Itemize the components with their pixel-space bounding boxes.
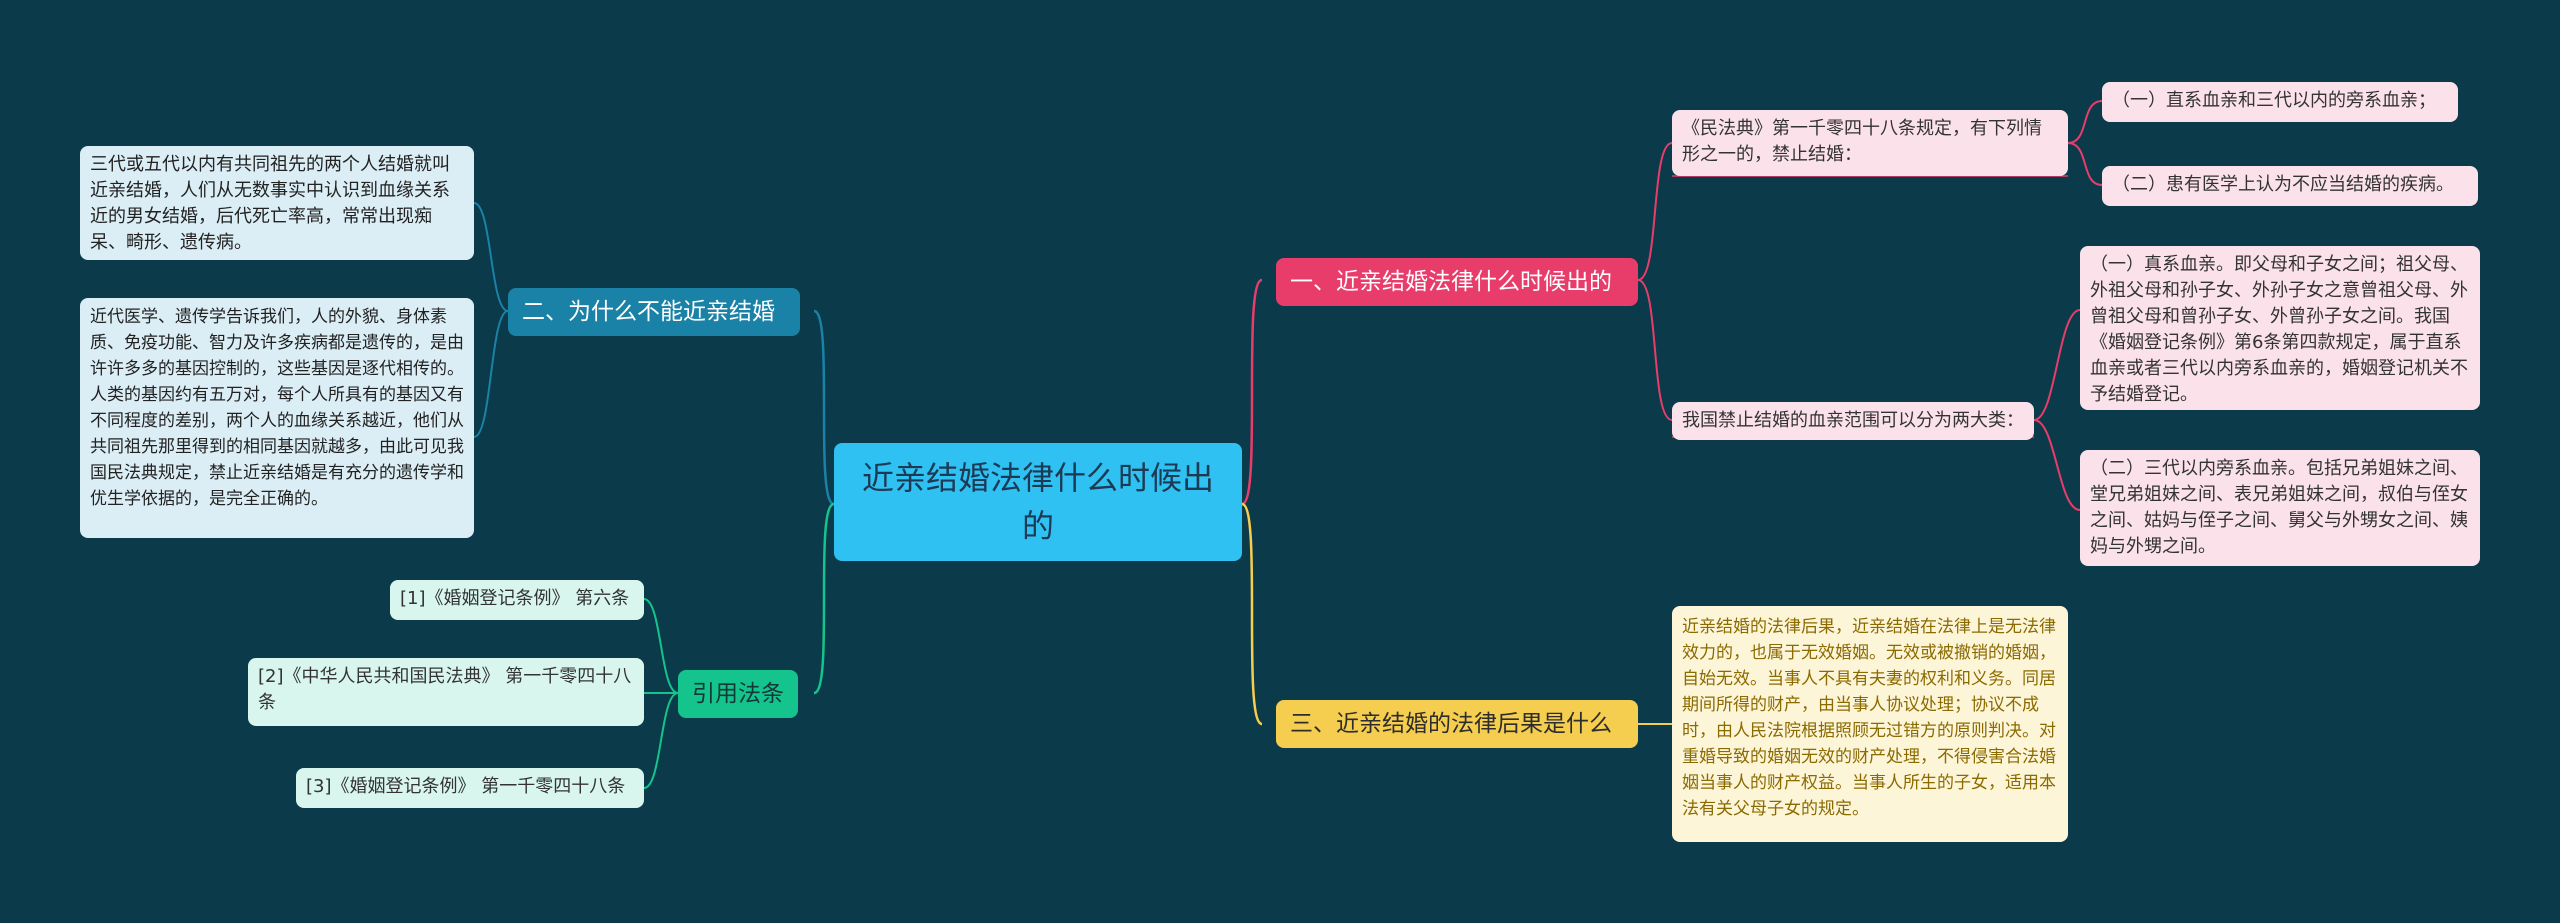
link-sub1-leaf1 xyxy=(2067,100,2103,144)
branch2-title: 二、为什么不能近亲结婚 xyxy=(522,299,775,325)
branch-cited-laws[interactable]: 引用法条 xyxy=(678,670,798,718)
branch3-title: 三、近亲结婚的法律后果是什么 xyxy=(1290,711,1612,737)
link-b2-item1 xyxy=(473,202,509,312)
root-title: 近亲结婚法律什么时候出的 xyxy=(861,459,1214,545)
link-b2-item2 xyxy=(473,310,509,438)
branch4-item2[interactable]: [2]《中华人民共和国民法典》 第一千零四十八条 xyxy=(248,658,644,726)
link-sub2-leaf1 xyxy=(2033,309,2081,421)
link-b4-item1 xyxy=(643,598,679,694)
link-root-branch3 xyxy=(1241,502,1263,726)
branch1-sub1-item1[interactable]: （一）直系血亲和三代以内的旁系血亲； xyxy=(2102,82,2458,122)
link-b4-item3 xyxy=(643,692,679,789)
link-sub1-leaf2 xyxy=(2067,142,2103,186)
link-b1-sub1 xyxy=(1637,142,1673,281)
link-sub2-leaf2 xyxy=(2033,419,2081,511)
link-root-branch4 xyxy=(813,502,835,695)
branch1-sub2-item2[interactable]: （二）三代以内旁系血亲。包括兄弟姐妹之间、堂兄弟姐妹之间、表兄弟姐妹之间，叔伯与… xyxy=(2080,450,2480,566)
branch4-item1[interactable]: [1]《婚姻登记条例》 第六条 xyxy=(390,580,644,620)
link-root-branch2 xyxy=(813,309,835,506)
link-root-branch1 xyxy=(1241,278,1263,506)
branch2-item1[interactable]: 三代或五代以内有共同祖先的两个人结婚就叫近亲结婚，人们从无数事实中认识到血缘关系… xyxy=(80,146,474,260)
branch1-sub1-item2[interactable]: （二）患有医学上认为不应当结婚的疾病。 xyxy=(2102,166,2478,206)
branch2-item2[interactable]: 近代医学、遗传学告诉我们，人的外貌、身体素质、免疫功能、智力及许多疾病都是遗传的… xyxy=(80,298,474,538)
root-topic[interactable]: 近亲结婚法律什么时候出的 xyxy=(834,443,1242,561)
branch1-sub2[interactable]: 我国禁止结婚的血亲范围可以分为两大类： xyxy=(1672,402,2034,440)
branch4-title: 引用法条 xyxy=(692,681,784,707)
branch1-sub2-item1[interactable]: （一）真系血亲。即父母和子女之间；祖父母、外祖父母和孙子女、外孙子女之意曾祖父母… xyxy=(2080,246,2480,410)
branch1-title: 一、近亲结婚法律什么时候出的 xyxy=(1290,269,1612,295)
branch-legal-consequences[interactable]: 三、近亲结婚的法律后果是什么 xyxy=(1276,700,1638,748)
branch-when-law-issued[interactable]: 一、近亲结婚法律什么时候出的 xyxy=(1276,258,1638,306)
branch3-text[interactable]: 近亲结婚的法律后果，近亲结婚在法律上是无法律效力的，也属于无效婚姻。无效或被撤销… xyxy=(1672,606,2068,842)
link-b1-sub2 xyxy=(1637,279,1673,421)
branch1-sub1[interactable]: 《民法典》第一千零四十八条规定，有下列情形之一的，禁止结婚： xyxy=(1672,110,2068,176)
branch-why-not-marry[interactable]: 二、为什么不能近亲结婚 xyxy=(508,288,800,336)
branch4-item3[interactable]: [3]《婚姻登记条例》 第一千零四十八条 xyxy=(296,768,644,808)
